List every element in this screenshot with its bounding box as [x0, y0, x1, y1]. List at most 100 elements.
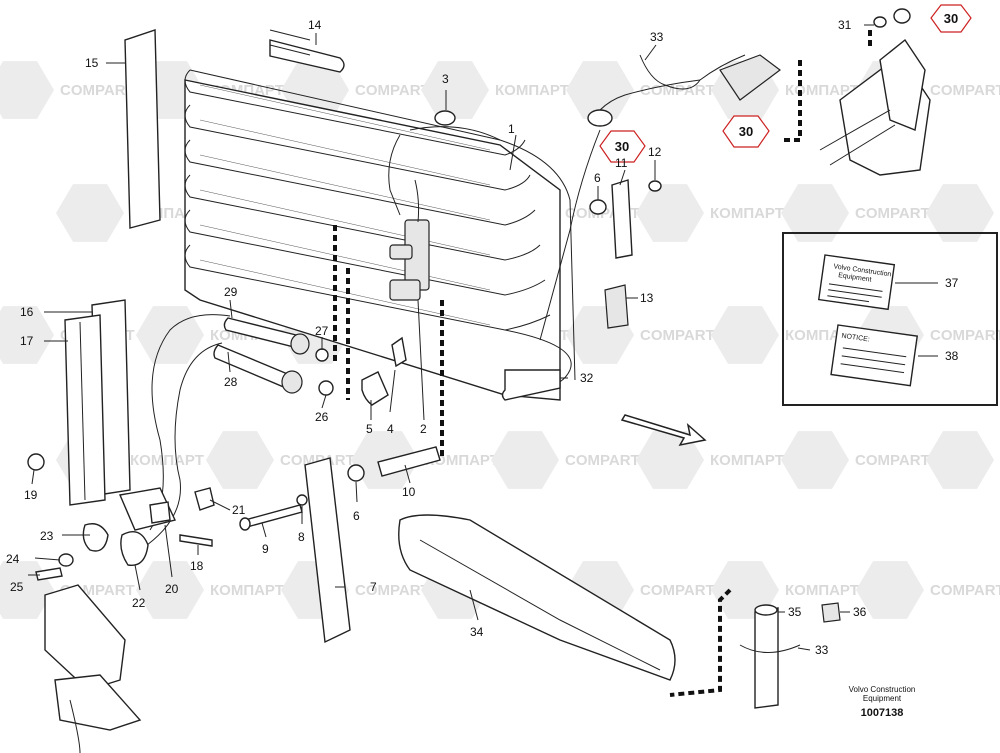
- watermark-tile: КОМПАРТ: [636, 431, 784, 489]
- callout-24: 24: [6, 552, 20, 566]
- callout-27: 27: [315, 324, 329, 338]
- watermark-text: COMPART: [640, 327, 715, 344]
- callout-13: 13: [640, 291, 654, 305]
- footer-line2: Equipment: [863, 694, 902, 703]
- watermark-tile: COMPART: [0, 61, 135, 119]
- watermark-text: COMPART: [930, 582, 1000, 599]
- callout-1: 1: [508, 122, 515, 136]
- valve-parts: [361, 336, 407, 406]
- callout-28: 28: [224, 375, 238, 389]
- callout-5: 5: [366, 422, 373, 436]
- watermark-tile: COMPART: [566, 61, 715, 119]
- hose-29: [223, 317, 329, 362]
- watermark-tile: COMPART: [281, 561, 430, 619]
- callout-6b: 6: [353, 509, 360, 523]
- bolt-9: [239, 494, 308, 531]
- callout-2: 2: [420, 422, 427, 436]
- expansion-valve: [389, 179, 430, 301]
- callout-36: 36: [853, 605, 867, 619]
- pipe-35: [739, 602, 841, 709]
- callout-9: 9: [262, 542, 269, 556]
- watermark-tile: COMPART: [781, 184, 930, 242]
- watermark-text: COMPART: [565, 452, 640, 469]
- hex-callout-3: 30: [722, 115, 770, 148]
- callout-3: 3: [442, 72, 449, 86]
- watermark-logo-icon: [856, 561, 924, 619]
- watermark-logo-icon: [0, 306, 54, 364]
- watermark-logo-icon: [926, 431, 994, 489]
- watermark-logo-icon: [636, 431, 704, 489]
- watermark-logo-icon: [56, 184, 124, 242]
- watermark-text: КОМПАРТ: [130, 452, 204, 469]
- watermark-logo-icon: [491, 431, 559, 489]
- callout-4: 4: [387, 422, 394, 436]
- bracket-assembly: [27, 453, 215, 581]
- watermark-text: КОМПАРТ: [710, 452, 784, 469]
- decal-37-line2: Equipment: [838, 272, 872, 284]
- callout-32: 32: [580, 371, 594, 385]
- callout-29: 29: [224, 285, 238, 299]
- callout-11: 11: [615, 156, 628, 170]
- watermark-text: COMPART: [355, 82, 430, 99]
- callout-14: 14: [308, 18, 322, 32]
- callout-18: 18: [190, 559, 204, 573]
- watermark-text: КОМПАРТ: [210, 582, 284, 599]
- watermark-logo-icon: [636, 184, 704, 242]
- direction-arrow: [620, 414, 707, 447]
- watermark-text: КОМПАРТ: [495, 82, 569, 99]
- watermark-logo-icon: [421, 61, 489, 119]
- watermark-text: COMPART: [640, 582, 715, 599]
- callout-33a: 33: [650, 30, 664, 44]
- watermark-text: COMPART: [60, 82, 135, 99]
- watermark-text: КОМПАРТ: [425, 452, 499, 469]
- watermark-text: COMPART: [855, 205, 930, 222]
- watermark-text: COMPART: [855, 452, 930, 469]
- watermark-logo-icon: [566, 61, 634, 119]
- callout-numbers: 1 2 3 4 5 6 6 7 8 9 10 11 12 13 14 15 16…: [6, 18, 959, 657]
- drain-pan-34: [398, 514, 676, 681]
- callout-22: 22: [132, 596, 146, 610]
- callout-7: 7: [370, 580, 377, 594]
- sleeve-10: [377, 446, 441, 477]
- hex-label-1: 30: [944, 11, 958, 26]
- bracket-11: [589, 179, 662, 259]
- watermark-text: КОМПАРТ: [710, 205, 784, 222]
- watermark-text: КОМПАРТ: [785, 582, 859, 599]
- watermark-tile: COMPART: [781, 431, 930, 489]
- watermark-logo-icon: [926, 184, 994, 242]
- hose-28: [213, 344, 334, 396]
- callout-25: 25: [10, 580, 24, 594]
- watermark-tile: КОМПАРТ: [136, 561, 284, 619]
- callout-33b: 33: [815, 643, 829, 657]
- leader-lines: [28, 24, 938, 651]
- watermark-text: COMPART: [355, 582, 430, 599]
- callout-16: 16: [20, 305, 34, 319]
- hex-callout-2: 30: [599, 130, 646, 163]
- watermark-logo-icon: [781, 431, 849, 489]
- footer-number: 1007138: [861, 707, 904, 719]
- watermark-text: КОМПАРТ: [785, 82, 859, 99]
- footer-line1: Volvo Construction: [849, 685, 916, 694]
- watermark-logo-icon: [711, 306, 779, 364]
- support-blocks: [44, 584, 142, 753]
- evaporator-core: [184, 69, 576, 401]
- pad-13: [604, 284, 629, 329]
- watermark-tile: КОМПАРТ: [711, 561, 859, 619]
- watermark-text: COMPART: [930, 82, 1000, 99]
- watermark-tile: КОМПАРТ: [926, 184, 994, 242]
- callout-21: 21: [232, 503, 246, 517]
- dashed-leaders: [333, 30, 872, 697]
- decal-37: Volvo Construction Equipment: [817, 254, 896, 311]
- callout-35: 35: [788, 605, 802, 619]
- foam-strip-14: [269, 29, 345, 73]
- callout-31: 31: [838, 18, 852, 32]
- watermark-tile: COMPART: [566, 306, 715, 364]
- watermark-logo-icon: [0, 61, 54, 119]
- callout-37: 37: [945, 276, 959, 290]
- side-panels-16-17: [64, 299, 131, 506]
- grommet-3: [434, 110, 456, 126]
- callout-6a: 6: [594, 171, 601, 185]
- watermark-tile: COMPART: [491, 431, 640, 489]
